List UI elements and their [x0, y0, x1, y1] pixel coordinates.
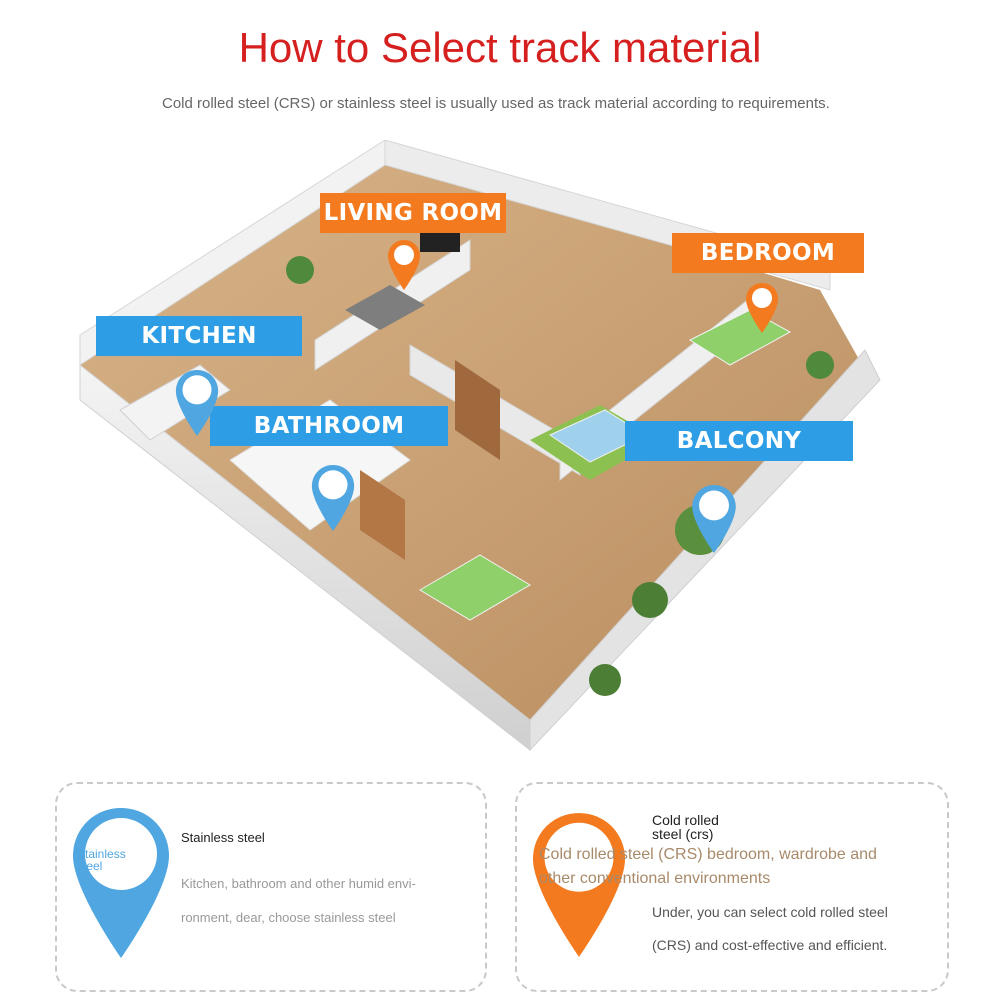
label-bathroom: BATHROOM	[210, 406, 448, 446]
stainless-pin-label: Stainless steel	[77, 847, 126, 873]
crs-desc-line1: Under, you can select cold rolled steel	[652, 904, 888, 920]
stainless-steel-card: Stainless steel Stainless steel Kitchen,…	[55, 782, 487, 992]
wardrobe-2	[360, 470, 405, 560]
back-wall	[79, 140, 386, 366]
apartment-floorplan-illustration	[79, 140, 881, 752]
crs-heading-line2: steel (crs)	[652, 826, 714, 842]
wardrobe	[455, 360, 500, 460]
crs-pin-icon	[533, 813, 625, 957]
crs-overlay-line2: other conventional environments	[539, 870, 771, 887]
stainless-desc-line1: Kitchen, bathroom and other humid envi-	[181, 876, 416, 891]
plant-5	[286, 256, 314, 284]
crs-heading-line1: Cold rolled	[652, 812, 719, 828]
plant-4	[589, 664, 621, 696]
map-pin-icon	[692, 485, 736, 553]
sofa	[345, 285, 425, 330]
label-kitchen: KITCHEN	[96, 316, 302, 356]
crs-desc-line2: (CRS) and cost-effective and efficient.	[652, 937, 888, 953]
map-pin-icon	[311, 465, 355, 531]
label-bedroom: BEDROOM	[672, 233, 864, 273]
plant-3	[632, 582, 668, 618]
tv	[420, 230, 460, 252]
page-subtitle: Cold rolled steel (CRS) or stainless ste…	[162, 95, 830, 112]
stainless-pin-icon	[73, 808, 169, 958]
crs-card: Cold rolled steel (crs) Cold rolled stee…	[515, 782, 949, 992]
crs-overlay-line1: Cold rolled steel (CRS) bedroom, wardrob…	[539, 846, 877, 863]
stainless-heading: Stainless steel	[181, 830, 265, 845]
map-pin-icon	[388, 240, 420, 290]
label-living-room: LIVING ROOM	[320, 193, 506, 233]
map-pin-icon	[175, 370, 219, 436]
map-pin-icon	[746, 283, 778, 333]
stainless-desc-line2: ronment, dear, choose stainless steel	[181, 910, 396, 925]
page-title: How to Select track material	[238, 24, 762, 71]
label-balcony: BALCONY	[625, 421, 853, 461]
bed-front	[419, 554, 531, 621]
plant-1	[806, 351, 834, 379]
